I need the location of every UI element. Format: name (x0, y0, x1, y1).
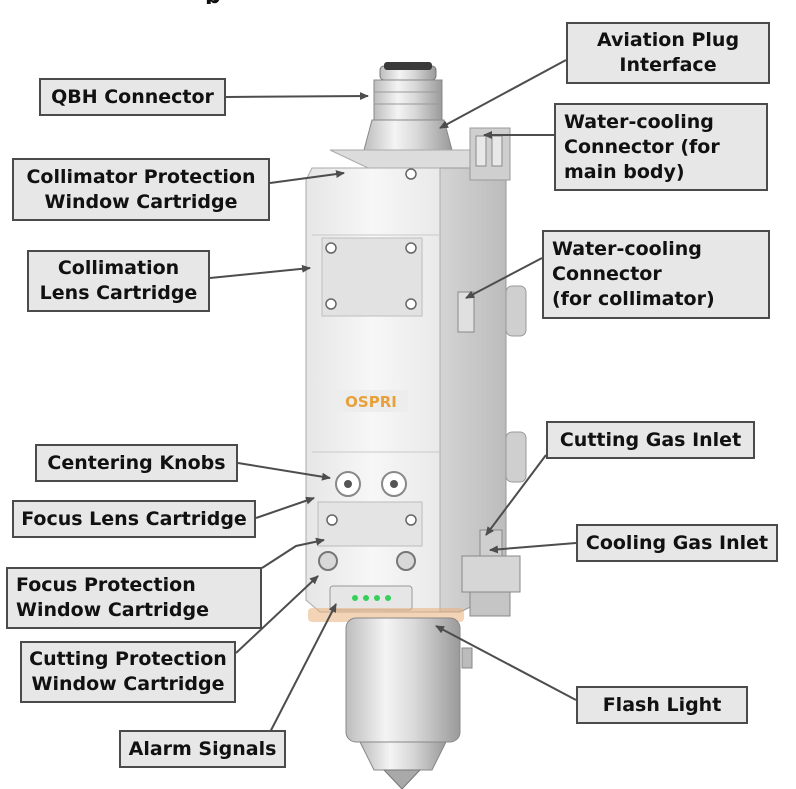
callout-flash-light: Flash Light (576, 686, 748, 724)
callout-cooling-gas-inlet: Cooling Gas Inlet (576, 524, 778, 562)
callout-line: Focus Protection (16, 574, 196, 596)
callout-water-cooling-main-body: Water-cooling Connector (for main body) (554, 103, 768, 191)
callout-line: Cooling Gas Inlet (585, 531, 769, 554)
collimation-window-plate (321, 237, 423, 317)
callout-line: Water-cooling (552, 238, 702, 260)
callout-collimator-protection-window: Collimator Protection Window Cartridge (12, 158, 270, 221)
callout-line: Window Cartridge (31, 673, 225, 695)
callout-collimation-lens-cartridge: Collimation Lens Cartridge (27, 250, 210, 312)
callout-line: Connector (for (564, 135, 720, 158)
callout-aviation-plug-interface: Aviation Plug Interface (566, 22, 770, 84)
callout-line: Connector (552, 263, 662, 285)
callout-line: Collimation (57, 257, 180, 279)
centering-knobs-part (335, 471, 407, 497)
callout-water-cooling-collimator: Water-cooling Connector (for collimator) (542, 230, 770, 319)
callout-focus-lens-cartridge: Focus Lens Cartridge (12, 500, 256, 538)
callout-line: Cutting Gas Inlet (559, 428, 742, 451)
callout-line: Lens Cartridge (39, 282, 198, 304)
callout-line: Window Cartridge (16, 599, 210, 621)
nozzle-assembly (345, 617, 473, 789)
callout-line: Alarm Signals (128, 737, 277, 760)
callout-line: Centering Knobs (47, 451, 226, 474)
logo-text: OSPRI (345, 393, 397, 411)
callout-line: Aviation Plug (596, 29, 740, 51)
callout-focus-protection-window: Focus Protection Window Cartridge (6, 567, 262, 629)
callout-line: Focus Lens Cartridge (21, 507, 247, 530)
callout-line: Flash Light (602, 693, 722, 716)
callout-alarm-signals: Alarm Signals (119, 730, 286, 768)
callout-cutting-protection-window: Cutting Protection Window Cartridge (20, 641, 236, 703)
gas-inlet-fittings (461, 529, 521, 617)
callout-qbh-connector: QBH Connector (39, 78, 226, 116)
callout-line: (for collimator) (552, 288, 715, 310)
callout-line: Cutting Protection (29, 648, 227, 670)
callout-line: QBH Connector (51, 85, 214, 108)
ospri-logo: OSPRI (334, 390, 408, 412)
diagram-title-fragment: p (205, 0, 265, 4)
alarm-led-panel (329, 585, 413, 611)
leader-lines (209, 59, 577, 741)
callout-line: Water-cooling (564, 110, 714, 133)
callout-centering-knobs: Centering Knobs (35, 444, 238, 482)
qbh-connector-part (363, 62, 453, 151)
callout-cutting-gas-inlet: Cutting Gas Inlet (546, 421, 755, 459)
callout-line: Collimator Protection (26, 165, 256, 188)
callout-line: Interface (619, 54, 717, 76)
callout-line: Window Cartridge (44, 190, 238, 213)
callout-line: main body) (564, 160, 685, 183)
